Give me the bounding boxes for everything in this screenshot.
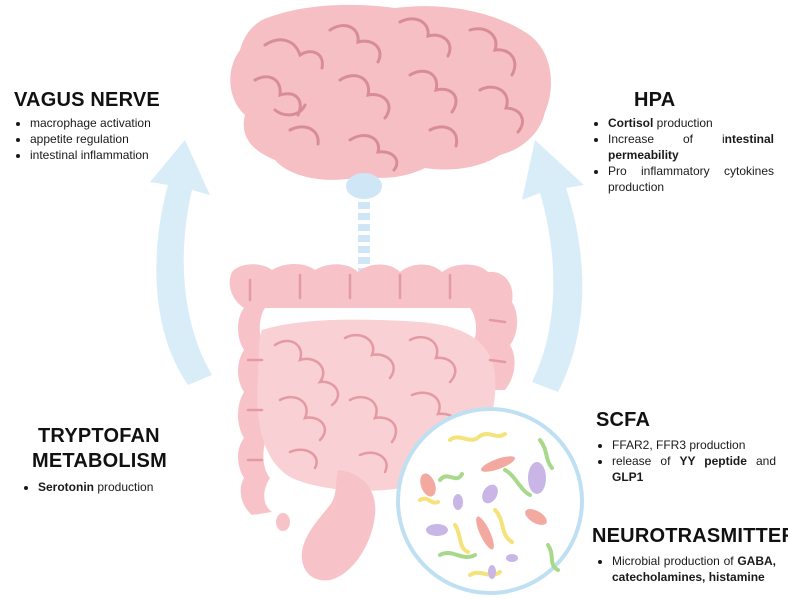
plain-text: production (653, 116, 713, 130)
list-item: Serotonin production (38, 479, 208, 495)
list-item: appetite regulation (30, 131, 190, 147)
list-item: release of YY peptide and GLP1 (612, 453, 776, 485)
bold-text: Cortisol (608, 116, 654, 130)
right-arrow (522, 140, 584, 392)
neurotrasmitters-list: Microbial production of GABA, catecholam… (596, 553, 776, 585)
list-item: macrophage activation (30, 115, 190, 131)
list-item: Increase of intestinal permeability (608, 131, 774, 163)
left-arrow (150, 140, 212, 385)
tryptofan-title-line1: TRYPTOFAN (38, 425, 160, 447)
microbiota-icon (396, 407, 584, 595)
list-item: intestinal inflammation (30, 147, 190, 163)
scfa-title: SCFA (596, 409, 651, 431)
plain-text: production (94, 480, 154, 494)
plain-text: Increase of i (608, 132, 725, 146)
hpa-list: Cortisol production Increase of intestin… (592, 115, 774, 195)
bold-text: GABA, catecholamines, histamine (612, 554, 776, 584)
tryptofan-list: Serotonin production (22, 479, 208, 495)
vagus-nerve-title: VAGUS NERVE (14, 89, 160, 111)
bold-text: Serotonin (38, 480, 94, 494)
hpa-title: HPA (634, 89, 676, 111)
bold-text: YY peptide (679, 454, 747, 468)
brain-icon (230, 4, 551, 180)
plain-text: and (746, 454, 776, 468)
bold-text: ntestinal permeability (608, 132, 774, 162)
list-item: Microbial production of GABA, catecholam… (612, 553, 776, 585)
scfa-list: FFAR2, FFR3 production release of YY pep… (596, 437, 776, 485)
list-item: FFAR2, FFR3 production (612, 437, 776, 453)
plain-text: release of (612, 454, 680, 468)
list-item: Cortisol production (608, 115, 774, 131)
plain-text: Microbial production of (612, 554, 738, 568)
bold-text: GLP1 (612, 470, 644, 484)
vagus-nerve-list: macrophage activation appetite regulatio… (14, 115, 190, 163)
tryptofan-title-line2: METABOLISM (32, 450, 167, 472)
neurotrasmitters-title: NEUROTRASMITTERS (592, 525, 788, 547)
list-item: Pro inflammatory cytokines production (608, 163, 774, 195)
